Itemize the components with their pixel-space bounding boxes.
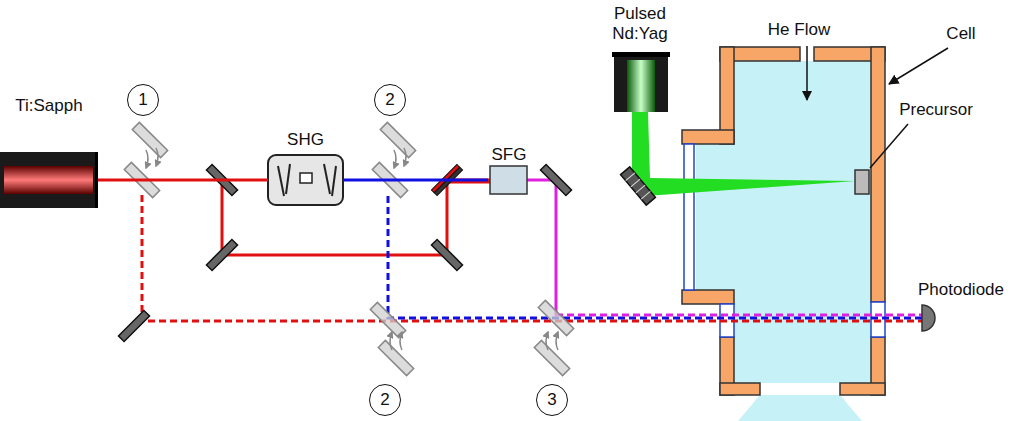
drawing-rect bbox=[4, 166, 93, 194]
drawing-line bbox=[641, 191, 650, 199]
part-label: Precursor bbox=[899, 100, 973, 120]
part-name: SFG bbox=[488, 145, 530, 165]
laser-source: Ti:Sapph bbox=[0, 96, 98, 208]
callout-text: 1 bbox=[138, 91, 147, 109]
drawing-rect bbox=[627, 60, 655, 112]
drawing-polyline bbox=[142, 195, 922, 321]
sfg-crystal: SFG bbox=[488, 145, 530, 196]
callout-text: 3 bbox=[547, 391, 556, 409]
drawing-line bbox=[278, 166, 284, 196]
drawing-rect bbox=[720, 383, 760, 395]
grating-mirror bbox=[621, 167, 656, 205]
flow-arrow bbox=[806, 46, 808, 100]
drawing-line bbox=[636, 185, 645, 193]
flow-label: He Flow bbox=[768, 20, 830, 40]
drawing-polyline bbox=[388, 196, 922, 318]
drawing-rect bbox=[614, 56, 668, 112]
drawing-rect bbox=[684, 144, 694, 290]
shg-unit bbox=[268, 155, 343, 205]
drawing-rect bbox=[268, 155, 343, 205]
drawing-path bbox=[394, 150, 396, 168]
mirrors bbox=[118, 164, 571, 341]
callout-number: 3 bbox=[536, 384, 568, 416]
drawing-rect bbox=[682, 130, 734, 144]
drawing-rect bbox=[378, 340, 413, 375]
drawing-line bbox=[324, 164, 330, 194]
drawing-g bbox=[142, 195, 922, 321]
drawing-rect bbox=[431, 239, 462, 270]
part-name: Photodiode bbox=[905, 280, 1017, 300]
leader-line bbox=[889, 48, 948, 84]
drawing-rect bbox=[370, 302, 405, 337]
photodetector: Photodiode bbox=[905, 280, 1017, 334]
leader-line bbox=[870, 124, 908, 168]
callout-number: 1 bbox=[127, 84, 159, 116]
part-name: Pulsed Nd:Yag bbox=[598, 4, 682, 44]
drawing-rect bbox=[132, 122, 167, 157]
drawing-rect bbox=[206, 239, 237, 270]
cell bbox=[682, 47, 885, 421]
sfg-crystal bbox=[490, 166, 527, 194]
drawing-path bbox=[404, 148, 406, 166]
laser-beam bbox=[343, 179, 488, 182]
drawing-path bbox=[390, 332, 392, 350]
drawing-line bbox=[556, 314, 922, 317]
laser-beam bbox=[98, 179, 268, 182]
shg-unit: SHG bbox=[268, 130, 343, 206]
drawing-rect bbox=[840, 383, 885, 395]
drawing-line bbox=[286, 164, 290, 194]
drawing-rect bbox=[300, 173, 312, 183]
drawing-rect bbox=[540, 164, 571, 195]
drawing-path bbox=[156, 148, 158, 166]
part-name: SHG bbox=[268, 130, 343, 150]
callout-number: 2 bbox=[374, 84, 406, 116]
photodiode-symbol bbox=[922, 305, 935, 331]
drawing-line bbox=[626, 173, 635, 181]
drawing-line bbox=[631, 179, 640, 187]
flip-mirrors bbox=[124, 122, 573, 375]
drawing-rect bbox=[538, 300, 573, 335]
precursor-sample bbox=[855, 170, 869, 194]
drawing-rect bbox=[734, 61, 871, 383]
drawing-rect bbox=[380, 122, 415, 157]
drawing-rect bbox=[621, 167, 656, 205]
green-beam bbox=[632, 112, 855, 196]
drawing-rect bbox=[682, 290, 734, 304]
callout-text: 2 bbox=[385, 91, 394, 109]
drawing-path bbox=[146, 150, 148, 168]
drawing-rect bbox=[534, 340, 569, 375]
drawing-rect bbox=[696, 144, 734, 290]
laser-source: Pulsed Nd:Yag bbox=[598, 4, 682, 114]
drawing-polyline bbox=[222, 180, 490, 255]
ti-sapph-laser bbox=[0, 152, 98, 208]
part-name: Ti:Sapph bbox=[0, 96, 98, 116]
drawing-polyline bbox=[527, 180, 556, 316]
drawing-rect bbox=[95, 152, 98, 208]
drawing-rect bbox=[118, 310, 149, 341]
drawing-path bbox=[556, 332, 558, 350]
drawing-rect bbox=[612, 52, 670, 57]
drawing-g bbox=[682, 47, 885, 395]
ndyag-laser bbox=[612, 52, 670, 112]
drawing-rect bbox=[871, 47, 885, 302]
drawing-polygon bbox=[738, 395, 862, 421]
drawing-path bbox=[546, 332, 548, 350]
flip-arrows bbox=[146, 148, 558, 350]
callout-number: 2 bbox=[369, 384, 401, 416]
part-label: Cell bbox=[946, 24, 975, 44]
drawing-line bbox=[332, 166, 336, 196]
callout-text: 2 bbox=[380, 391, 389, 409]
drawing-path bbox=[400, 332, 402, 350]
drawing-rect bbox=[0, 152, 97, 208]
